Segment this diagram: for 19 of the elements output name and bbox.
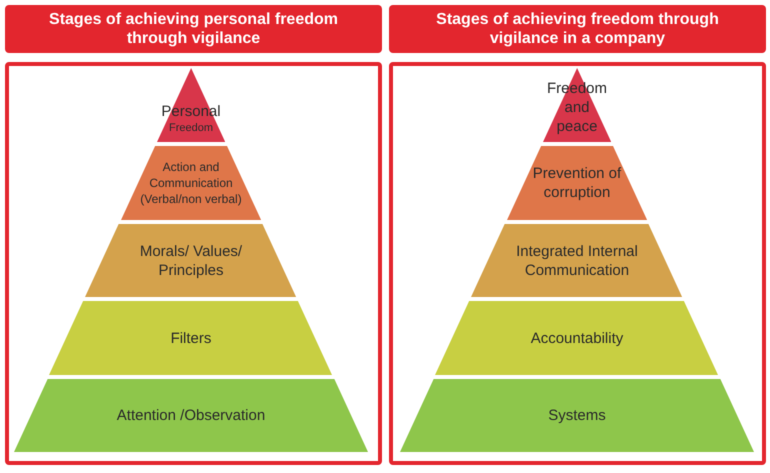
tier-label: Filters: [170, 328, 212, 348]
tier-label: Integrated Internal Communication: [515, 242, 639, 280]
pyramid-tier: [471, 224, 683, 297]
tier-label: Attention /Observation: [116, 406, 266, 425]
tier-label: Accountability: [530, 328, 624, 348]
tier-label: Action and Communication (Verbal/non verbal): [139, 159, 243, 207]
pyramid-tier: [120, 146, 262, 220]
pyramid-tier: [14, 379, 368, 452]
pyramid-tier: [506, 146, 648, 220]
heading-banner: Stages of achieving freedom through vigilance in a company: [389, 5, 766, 53]
pyramid-tier: [85, 224, 297, 297]
pyramid-tier: [49, 301, 332, 375]
pyramid-tier: [400, 379, 754, 452]
tier-label: Morals/ Values/ Principles: [138, 242, 244, 280]
tier-label: Systems: [548, 406, 606, 425]
tier-label: Freedom: [168, 121, 214, 136]
pyramid-tier: [435, 301, 718, 375]
tier-label: Prevention of corruption: [532, 164, 622, 202]
heading-banner: Stages of achieving personal freedom through vigilance: [5, 5, 382, 53]
